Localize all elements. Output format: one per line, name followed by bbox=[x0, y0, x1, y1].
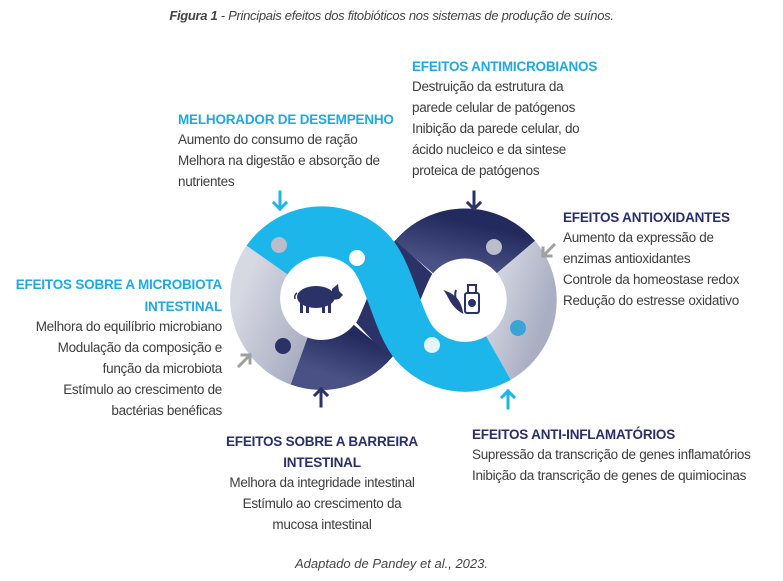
text-line: Melhora da integridade intestinal bbox=[229, 475, 415, 490]
text-line: parede celular de patógenos bbox=[412, 100, 576, 115]
heading: EFEITOS SOBRE A MICROBIOTA bbox=[15, 277, 223, 292]
text-line: Supressão da transcrição de genes inflam… bbox=[472, 447, 751, 462]
text-line: Melhora na digestão e absorção de bbox=[178, 153, 380, 168]
text-line: Destruição da estrutura da bbox=[412, 79, 564, 94]
arrow-diagonal-icon bbox=[540, 242, 557, 259]
text-line: Inibição da parede celular, do bbox=[412, 121, 580, 136]
source-note: Adaptado de Pandey et al., 2023. bbox=[295, 556, 488, 571]
arrow-up-icon bbox=[499, 388, 517, 410]
caption-text: - Principais efeitos dos fitobióticos no… bbox=[217, 8, 614, 23]
text-line: bactérias benéficas bbox=[111, 403, 222, 418]
segment-right-gray bbox=[484, 240, 557, 380]
figure-caption: Figura 1 - Principais efeitos dos fitobi… bbox=[0, 8, 783, 23]
text-line: ácido nucleico e da sintese bbox=[412, 142, 567, 157]
text-line: Estímulo ao crescimento da bbox=[242, 496, 402, 511]
text-line: Controle da homeostase redox bbox=[563, 272, 740, 287]
text-line: proteica de patógenos bbox=[412, 163, 540, 178]
arrow-down-icon bbox=[465, 190, 483, 212]
heading: EFEITOS ANTIMICROBIANOS bbox=[412, 59, 598, 74]
segment-right-lightblue bbox=[394, 326, 511, 392]
segment-left-gray bbox=[230, 245, 309, 385]
text-line: função da microbiota bbox=[102, 361, 223, 376]
plant-bottle-icon bbox=[443, 284, 480, 315]
arrow-diagonal-icon bbox=[236, 352, 253, 369]
text-line: Redução do estresse oxidativo bbox=[563, 293, 739, 308]
arrow-up-icon bbox=[312, 386, 330, 408]
block-microbiota: EFEITOS SOBRE A MICROBIOTA INTESTINAL Me… bbox=[0, 275, 223, 421]
heading: EFEITOS ANTIOXIDANTES bbox=[563, 210, 730, 225]
puzzle-knobs bbox=[271, 237, 526, 354]
segment-right-navy bbox=[394, 208, 536, 275]
arrows bbox=[236, 190, 557, 410]
text-line: Melhora do equilíbrio microbiano bbox=[35, 319, 223, 334]
segment-left-navy bbox=[290, 324, 393, 390]
heading: INTESTINAL bbox=[144, 299, 223, 314]
text-line: Estímulo ao crescimento de bbox=[63, 382, 222, 397]
text-line: enzimas antioxidantes bbox=[563, 251, 691, 266]
heading: INTESTINAL bbox=[283, 455, 361, 470]
segment-lightblue-crossing bbox=[351, 237, 435, 361]
block-antioxidantes: EFEITOS ANTIOXIDANTES Aumento da express… bbox=[563, 208, 740, 311]
text-line: Aumento da expressão de bbox=[563, 230, 714, 245]
block-barreira: EFEITOS SOBRE A BARREIRA INTESTINAL Melh… bbox=[212, 432, 432, 535]
text-line: mucosa intestinal bbox=[272, 517, 372, 532]
block-desempenho: MELHORADOR DE DESEMPENHO Aumento do cons… bbox=[178, 110, 394, 192]
pig-icon bbox=[294, 284, 343, 313]
heading: EFEITOS ANTI-INFLAMATÓRIOS bbox=[472, 427, 676, 442]
arrow-down-icon bbox=[271, 190, 289, 212]
text-line: nutrientes bbox=[178, 174, 235, 189]
caption-label: Figura 1 bbox=[169, 8, 218, 23]
block-antimicrobianos: EFEITOS ANTIMICROBIANOS Destruição da es… bbox=[412, 57, 597, 181]
heading: MELHORADOR DE DESEMPENHO bbox=[178, 112, 394, 127]
text-line: Inibição da transcrição de genes de quim… bbox=[472, 468, 747, 483]
heading: EFEITOS SOBRE A BARREIRA bbox=[226, 434, 418, 449]
block-antiinflamatorios: EFEITOS ANTI-INFLAMATÓRIOS Supressão da … bbox=[472, 425, 751, 486]
text-line: Aumento do consumo de ração bbox=[178, 132, 358, 147]
text-line: Modulação da composição e bbox=[57, 340, 223, 355]
